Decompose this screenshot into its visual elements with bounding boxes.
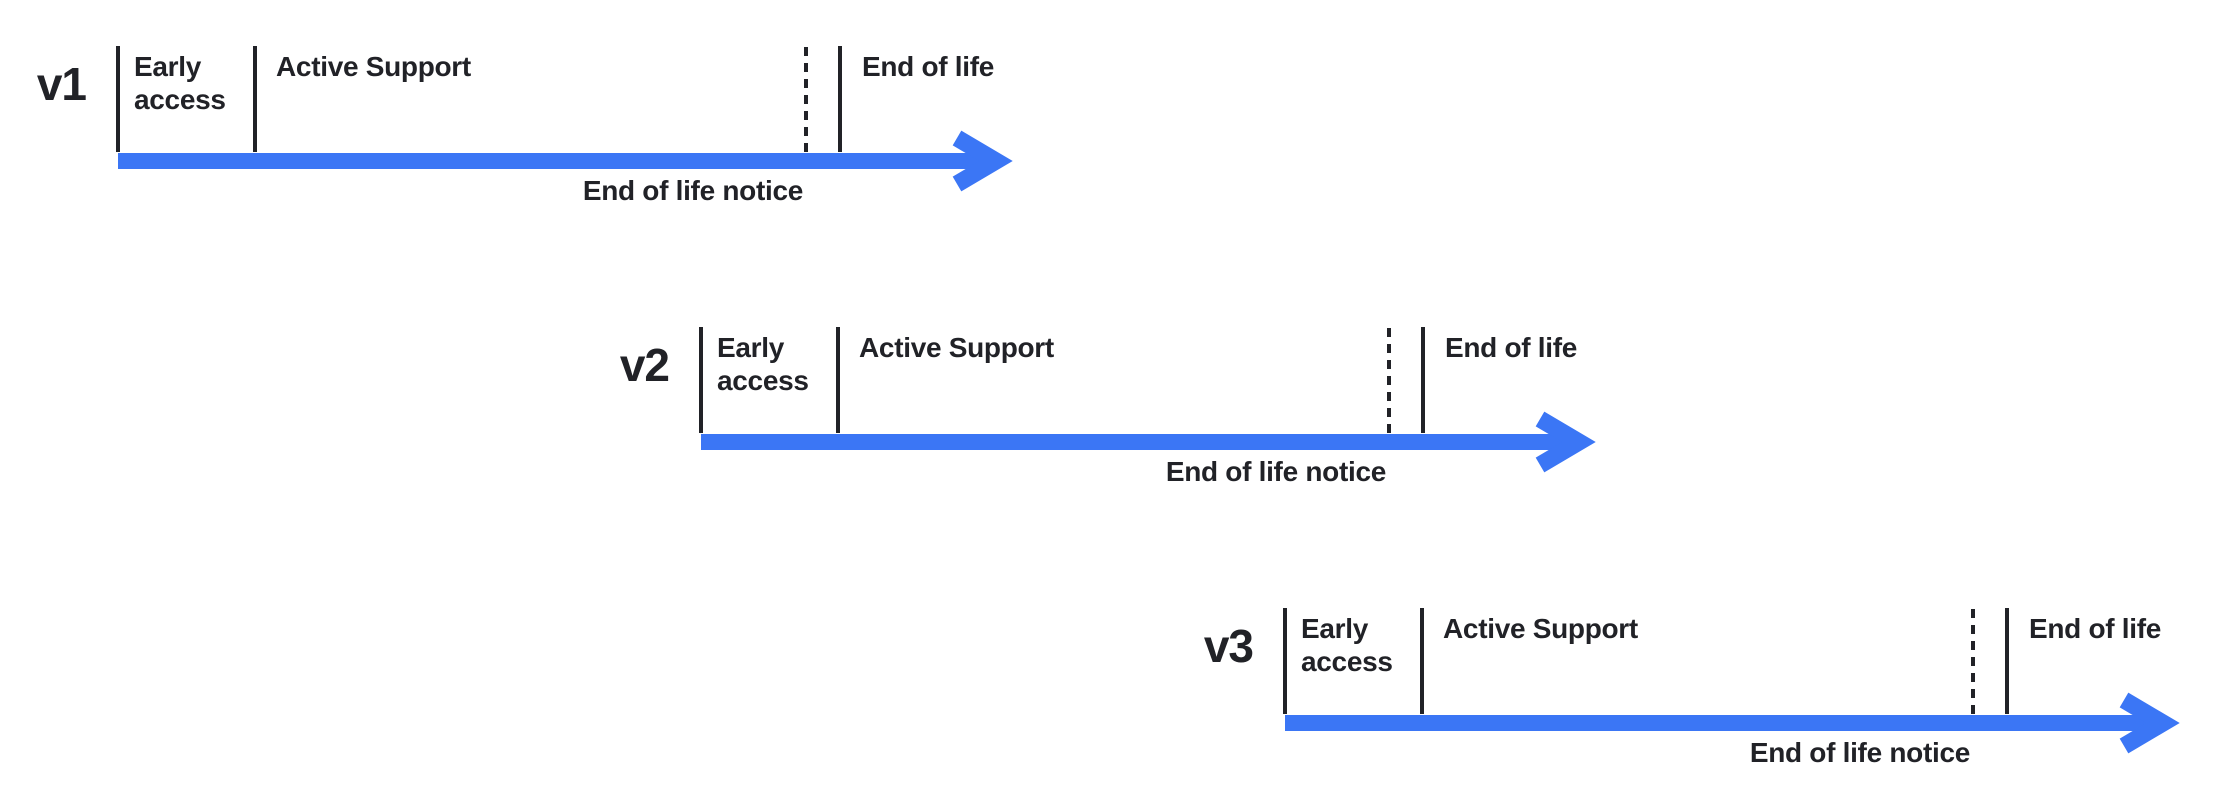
end-of-life-notice-label: End of life notice: [1749, 737, 1970, 768]
early-access-start-tick: [1283, 608, 1287, 714]
version-label: v2: [619, 339, 670, 391]
early-access-label: Early access: [1301, 613, 1393, 677]
active-support-start-tick: [836, 327, 840, 433]
version-label: v3: [1203, 620, 1254, 672]
eol-notice-dashed-line: [1387, 328, 1391, 433]
timeline-arrow: [701, 411, 1596, 473]
end-of-life-label: End of life: [862, 51, 995, 82]
end-of-life-notice-label: End of life notice: [582, 175, 803, 206]
early-access-start-tick: [699, 327, 703, 433]
version-label: v1: [36, 58, 87, 110]
eol-notice-dashed-line: [1971, 609, 1975, 714]
eol-notice-dashed-line: [804, 47, 808, 152]
end-of-life-tick: [838, 46, 842, 152]
active-support-label: Active Support: [276, 51, 471, 82]
timeline-arrow: [1285, 692, 2180, 754]
early-access-label: Early access: [717, 332, 809, 396]
active-support-label: Active Support: [859, 332, 1054, 363]
timeline-arrow: [118, 130, 1013, 192]
end-of-life-notice-label: End of life notice: [1165, 456, 1386, 487]
timeline-v3: v3 Early access Active Support End of li…: [1165, 598, 2225, 778]
end-of-life-label: End of life: [2029, 613, 2162, 644]
active-support-start-tick: [1420, 608, 1424, 714]
early-access-start-tick: [116, 46, 120, 152]
active-support-label: Active Support: [1443, 613, 1638, 644]
active-support-start-tick: [253, 46, 257, 152]
end-of-life-label: End of life: [1445, 332, 1578, 363]
early-access-label: Early access: [134, 51, 226, 115]
timeline-v2: v2 Early access Active Support End of li…: [581, 317, 1641, 497]
end-of-life-tick: [2005, 608, 2009, 714]
end-of-life-tick: [1421, 327, 1425, 433]
timeline-v1: v1 Early access Active Support End of li…: [0, 36, 1058, 216]
